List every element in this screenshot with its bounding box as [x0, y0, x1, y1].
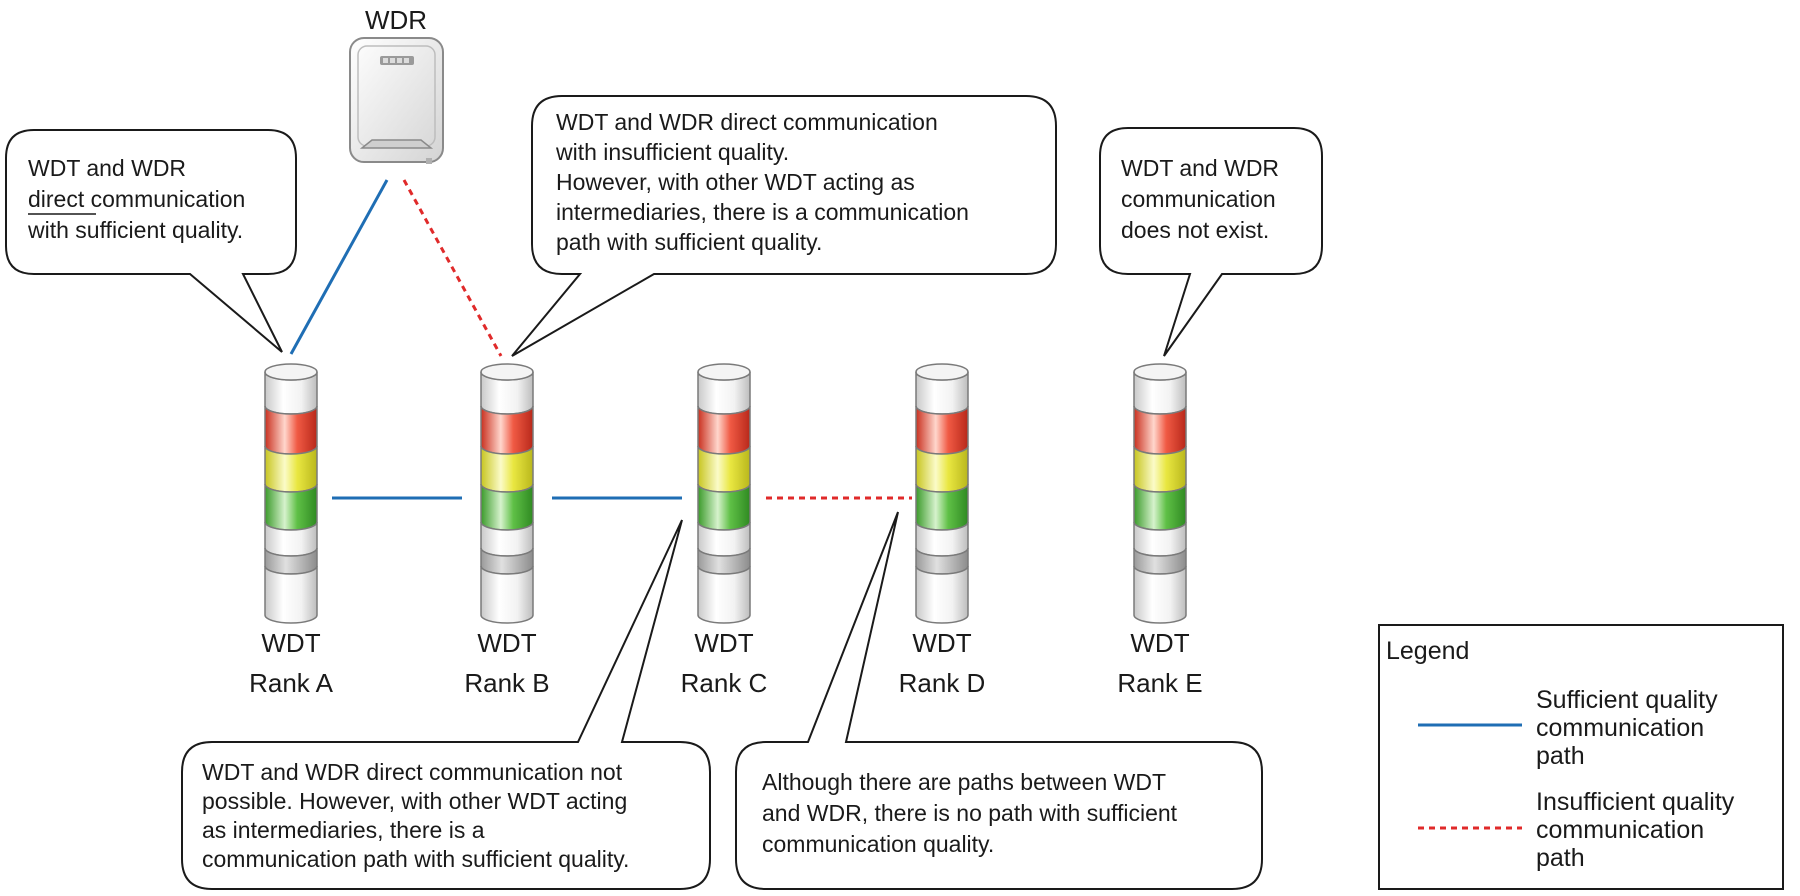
wdt-tower-icon-rank-a — [264, 363, 318, 624]
wdr-device-icon: WDR — [349, 5, 444, 164]
callout-rank-d-text: Although there are paths between WDT and… — [762, 769, 1183, 857]
callout-rank-c-text: WDT and WDR direct communication not pos… — [202, 759, 634, 872]
callout-rank-b-bubble — [511, 95, 1057, 357]
link-wdr-rank-b — [402, 179, 503, 357]
tower-top-rank-a — [264, 363, 318, 381]
tower-base-rank-b — [480, 565, 534, 624]
tower-top-rank-c — [697, 363, 751, 381]
wdr-label: WDR — [365, 5, 427, 35]
legend-box — [1378, 624, 1784, 890]
tower-a-name: WDT — [261, 628, 320, 658]
tower-a-rank: Rank A — [249, 668, 333, 698]
tower-e-rank: Rank E — [1117, 668, 1202, 698]
tower-base-rank-e — [1133, 565, 1187, 624]
tower-top-rank-d — [915, 363, 969, 381]
callout-rank-c-bubble — [181, 519, 711, 890]
tower-d-rank: Rank D — [899, 668, 986, 698]
callout-rank-e-bubble — [1099, 127, 1323, 357]
connection-lines — [289, 179, 912, 500]
wdt-tower-icon-rank-c — [697, 363, 751, 624]
tower-labels: WDT Rank A WDT Rank B WDT Rank C WDT Ran… — [249, 628, 1203, 698]
wdt-tower-icon-rank-d — [915, 363, 969, 624]
tower-base-rank-d — [915, 565, 969, 624]
wdt-towers — [264, 363, 1187, 624]
legend-title: Legend — [1386, 637, 1469, 665]
legend-sufficient-text: Sufficient quality communication path — [1536, 686, 1725, 770]
legend-insufficient-text: Insufficient quality communication path — [1536, 788, 1741, 872]
tower-top-rank-e — [1133, 363, 1187, 381]
tower-top-rank-b — [480, 363, 534, 381]
wdt-tower-icon-rank-e — [1133, 363, 1187, 624]
tower-base-rank-c — [697, 565, 751, 624]
tower-e-name: WDT — [1130, 628, 1189, 658]
callout-rank-a-text: WDT and WDR direct communication with su… — [27, 155, 252, 243]
legend: Legend Sufficient quality communication … — [1378, 624, 1784, 890]
link-wdr-rank-a — [289, 179, 389, 355]
wdt-tower-icon-rank-b — [480, 363, 534, 624]
callout-rank-d-bubble — [735, 511, 1263, 890]
callout-rank-e-text: WDT and WDR communication does not exist… — [1121, 155, 1285, 243]
callout-rank-b-text: WDT and WDR direct communication with in… — [555, 109, 975, 255]
callouts: WDT and WDR direct communication with su… — [5, 95, 1323, 890]
tower-b-name: WDT — [477, 628, 536, 658]
tower-d-name: WDT — [912, 628, 971, 658]
tower-base-rank-a — [264, 565, 318, 624]
tower-c-rank: Rank C — [681, 668, 768, 698]
tower-b-rank: Rank B — [464, 668, 549, 698]
callout-rank-a-bubble — [5, 129, 297, 353]
tower-c-name: WDT — [694, 628, 753, 658]
